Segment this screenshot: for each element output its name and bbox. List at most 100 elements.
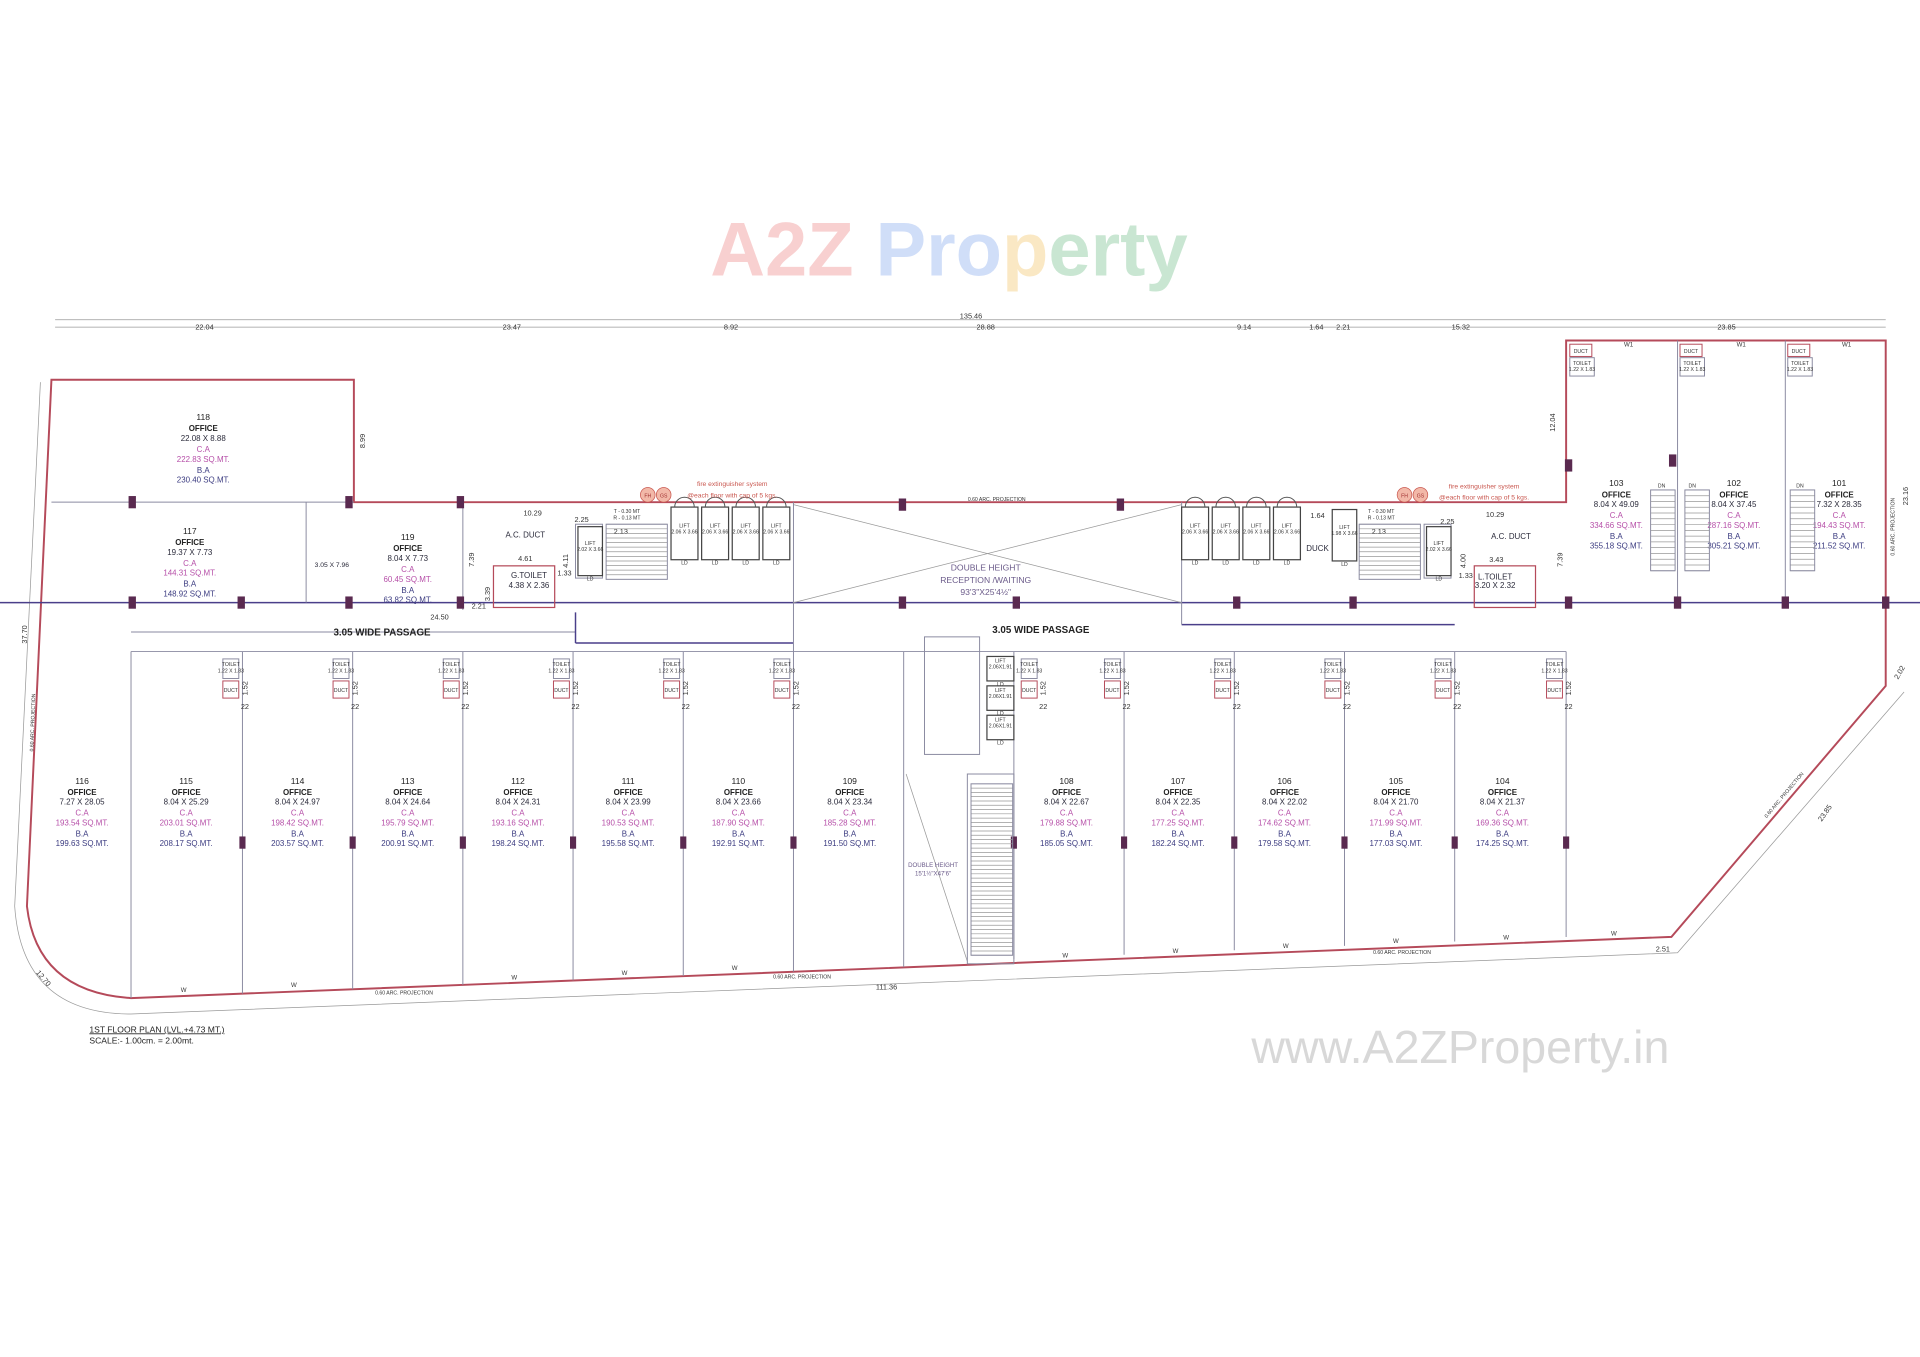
column	[790, 836, 797, 849]
duct-label: DUCT	[334, 688, 349, 694]
toilet-block	[1434, 658, 1452, 679]
toilet-label: TOILET	[1791, 361, 1810, 367]
lift-door-label: LD	[1284, 561, 1291, 567]
carpet-area-label: C.A	[401, 565, 415, 574]
built-up-area-value: 195.58 SQ.MT.	[602, 839, 655, 848]
duct-block	[332, 680, 350, 699]
toilet-block	[1569, 357, 1595, 377]
dim-top-5: 9.14	[1237, 323, 1251, 332]
carpet-area-value: 193.16 SQ.MT.	[491, 818, 544, 827]
toilet-size-label: 1.22 X 1.83	[328, 668, 354, 674]
carpet-area-value: 195.79 SQ.MT.	[381, 818, 434, 827]
lift-door-arc	[1184, 496, 1206, 508]
fire-note-right-1: fire extinguisher system	[1449, 484, 1520, 491]
duct-label: DUCT	[1216, 688, 1231, 694]
window-label: W	[511, 975, 517, 982]
built-up-area-value: 174.25 SQ.MT.	[1476, 839, 1529, 848]
office-type: OFFICE	[503, 788, 532, 797]
column	[345, 596, 353, 609]
built-up-area-label: B.A	[401, 586, 414, 595]
dim-899: 8.99	[358, 434, 367, 448]
lift-door-label: LD	[1435, 577, 1442, 583]
dim-22: 22	[1343, 702, 1351, 711]
dim-2450: 24.50	[430, 613, 448, 622]
column	[345, 496, 353, 509]
plan-title: 1ST FLOOR PLAN (LVL.+4.73 MT.)	[89, 1024, 224, 1034]
toilet-size-label: 1.22 X 1.83	[1430, 668, 1456, 674]
dim-top-7: 2.21	[1336, 323, 1350, 332]
office-type: OFFICE	[1602, 490, 1631, 499]
built-up-area-value: 305.21 SQ.MT.	[1707, 542, 1760, 551]
lift-door-arc	[735, 496, 756, 508]
carpet-area-value: 187.90 SQ.MT.	[712, 818, 765, 827]
fire-hydrant-icon	[640, 487, 656, 503]
office-number: 117	[183, 526, 197, 536]
office-type: OFFICE	[1825, 490, 1854, 499]
plan-title-block: 1ST FLOOR PLAN (LVL.+4.73 MT.) SCALE:- 1…	[89, 1024, 224, 1045]
dim-22: 22	[682, 702, 690, 711]
dim-152: 1.52	[461, 681, 470, 695]
duct-label: DUCT	[665, 688, 680, 694]
projection-bottom-1: 0.60 ARC. PROJECTION	[375, 990, 433, 996]
toilet-block	[1546, 658, 1563, 679]
lift-size-label: 2.06X1.91	[989, 665, 1013, 671]
lift-door-arc	[1215, 496, 1236, 508]
toilet-block	[552, 658, 570, 679]
dim-1029-right: 10.29	[1486, 510, 1504, 519]
dim-top-6: 1.64	[1309, 323, 1323, 332]
carpet-area-value: 185.28 SQ.MT.	[823, 818, 876, 827]
built-up-area-label: B.A	[512, 829, 525, 838]
fh-label: FH	[644, 493, 651, 499]
office-number: 110	[732, 776, 746, 786]
lift-door-label: LD	[587, 577, 594, 583]
window-label: W1	[1624, 342, 1634, 349]
duct-block	[222, 680, 240, 699]
lift-label: LIFT	[710, 523, 721, 529]
built-up-area-label: B.A	[1727, 532, 1740, 541]
lift-label: LIFT	[585, 541, 596, 547]
column	[1564, 459, 1573, 472]
office-number: 111	[622, 776, 635, 786]
lift-door-arc	[1276, 496, 1298, 508]
column	[456, 596, 465, 609]
toilet-block	[1214, 658, 1232, 679]
built-up-area-label: B.A	[1390, 829, 1403, 838]
column	[1231, 836, 1238, 849]
column	[128, 496, 136, 509]
staircase	[970, 783, 1014, 956]
dim-1029-left: 10.29	[523, 509, 541, 518]
toilet-label: TOILET	[222, 662, 241, 668]
dim-133-left: 1.33	[557, 569, 571, 578]
top-dimensions: 135.46 22.04 23.47 8.92 28.88 9.14 1.64 …	[55, 312, 1886, 332]
office-size: 8.04 X 21.37	[1480, 798, 1526, 807]
office-number: 109	[843, 776, 858, 786]
office-number: 112	[511, 776, 525, 786]
dim-top-2: 23.47	[503, 323, 521, 332]
window-label: W	[732, 965, 738, 972]
carpet-area-value: 171.99 SQ.MT.	[1369, 818, 1422, 827]
duct-label: DUCT	[224, 688, 239, 694]
built-up-area-value: 203.57 SQ.MT.	[271, 839, 324, 848]
duct-block	[1214, 680, 1232, 699]
duct-block	[1546, 680, 1563, 699]
dim-152: 1.52	[1122, 681, 1131, 695]
carpet-area-label: C.A	[622, 809, 636, 818]
office-type: OFFICE	[1381, 788, 1410, 797]
duct-block	[1434, 680, 1452, 699]
office-size: 7.32 X 28.35	[1817, 500, 1863, 509]
lift-size-label: 2.06 X 3.66	[702, 529, 728, 535]
office-number: 116	[75, 776, 89, 786]
double-height-line-2: 15'1½"X47'6"	[915, 871, 951, 878]
dim-152: 1.52	[1232, 681, 1241, 695]
carpet-area-label: C.A	[1389, 809, 1403, 818]
toilet-size-label: 1.22 X 1.83	[1210, 668, 1236, 674]
carpet-area-label: C.A	[75, 809, 89, 818]
duct-label: DUCT	[1547, 688, 1562, 694]
room-3x7-label: 3.05 X 7.96	[315, 562, 350, 569]
lift-shaft	[731, 506, 760, 561]
duct-label: DUCT	[1684, 349, 1699, 355]
